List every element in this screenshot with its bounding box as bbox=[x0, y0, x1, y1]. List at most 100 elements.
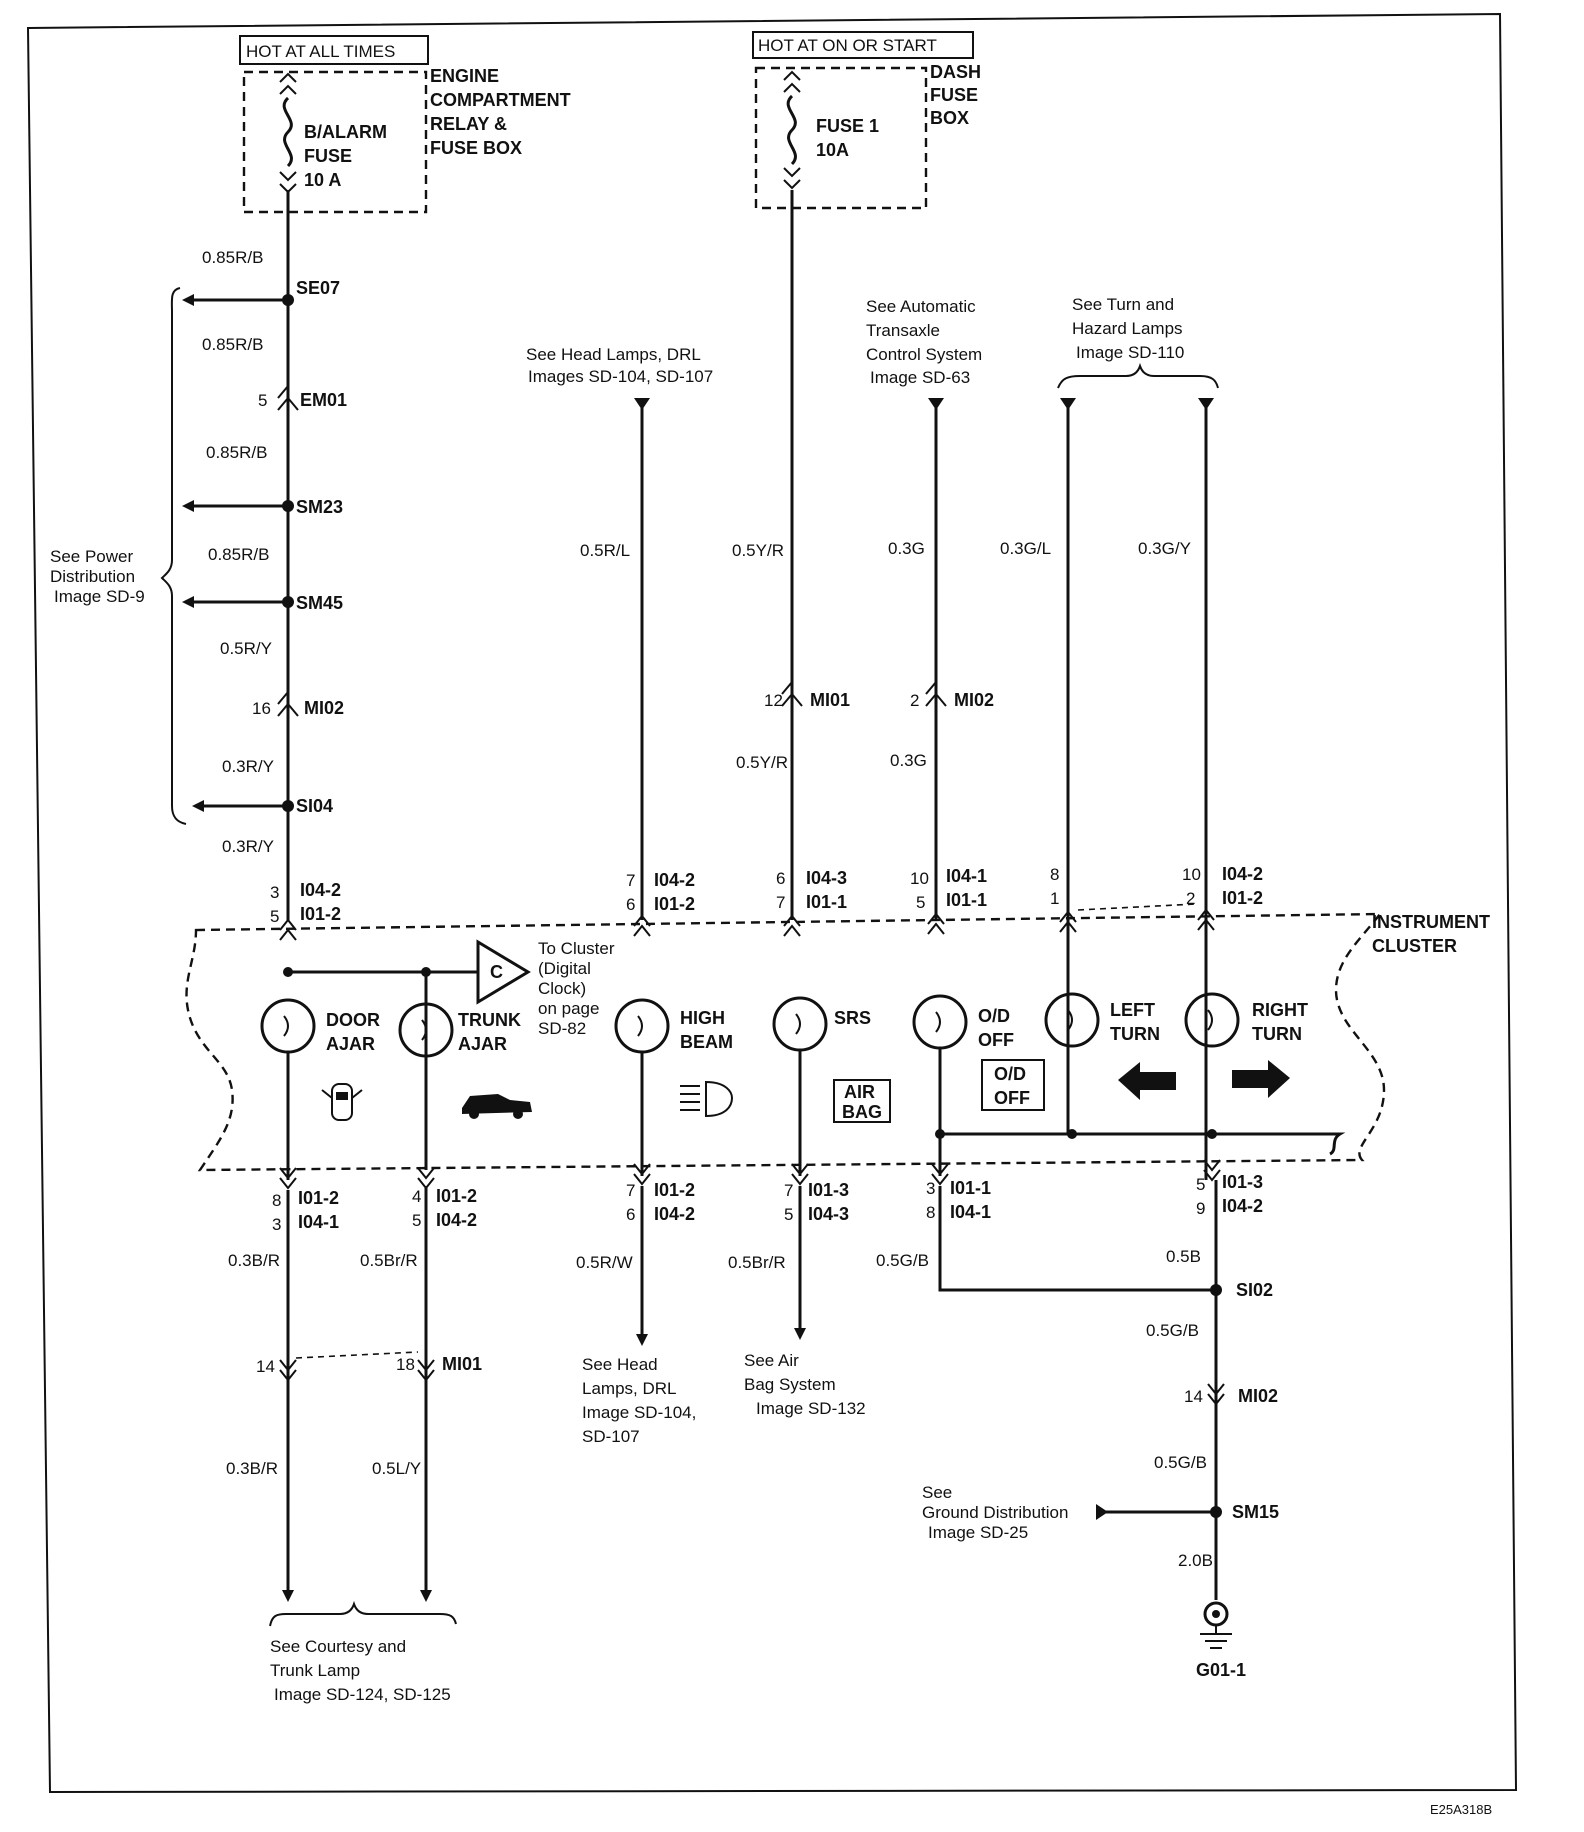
top-conn-b: I01-2 bbox=[654, 894, 695, 914]
top-conn-a: I04-2 bbox=[300, 880, 341, 900]
top-conn-a: I04-2 bbox=[654, 870, 695, 890]
splice-sm15-label: SM15 bbox=[1232, 1502, 1279, 1522]
ref-power-line-2: Distribution bbox=[50, 567, 135, 586]
top-pin-a: 7 bbox=[626, 871, 635, 890]
od-off-badge: O/D OFF bbox=[981, 1059, 1045, 1111]
od-badge-1: O/D bbox=[994, 1064, 1026, 1084]
bottom-conn-b: I04-2 bbox=[436, 1210, 477, 1230]
connector-mi01-low-right bbox=[417, 1359, 435, 1382]
top-conn-b: I01-2 bbox=[1222, 888, 1263, 908]
cluster-top-connectors bbox=[279, 908, 1215, 941]
ref-ground-line-3: Image SD-25 bbox=[928, 1523, 1028, 1542]
wire-label-door-out: 0.3B/R bbox=[228, 1251, 280, 1270]
connector-mi02-low-pin: 14 bbox=[1184, 1387, 1203, 1406]
wire-label-ground-b: 0.5G/B bbox=[1154, 1453, 1207, 1472]
ref-turn-line-2: Hazard Lamps bbox=[1072, 319, 1183, 338]
connector-mi01-mid-pin: 12 bbox=[764, 691, 783, 710]
top-pins-srs: 6 I04-3 7 I01-1 bbox=[776, 868, 847, 912]
cluster-bottom-connectors bbox=[279, 1159, 1221, 1190]
splice-sm45-label: SM45 bbox=[296, 593, 343, 613]
srs-bulb-icon bbox=[772, 996, 828, 1052]
bus-dot-right bbox=[1207, 1129, 1217, 1139]
right-turn-input-arrow bbox=[1198, 398, 1214, 410]
splice-si04-label: SI04 bbox=[296, 796, 333, 816]
ref-head-bot-line-3: Image SD-104, bbox=[582, 1403, 696, 1422]
od-output-wire bbox=[938, 1186, 1216, 1292]
ref-head-bot-line-4: SD-107 bbox=[582, 1427, 640, 1446]
cluster-title-1: INSTRUMENT bbox=[1372, 912, 1490, 932]
wire-label-w4: 0.85R/B bbox=[208, 545, 269, 564]
bottom-pin-a: 3 bbox=[926, 1179, 935, 1198]
wire-label-w6: 0.3R/Y bbox=[222, 757, 274, 776]
wire-label-w2: 0.85R/B bbox=[202, 335, 263, 354]
hot-all-times-box: HOT AT ALL TIMES bbox=[239, 35, 429, 65]
ref-courtesy-line-1: See Courtesy and bbox=[270, 1637, 406, 1656]
bottom-conn-b: I04-2 bbox=[1222, 1196, 1263, 1216]
bus-dot-od bbox=[935, 1129, 945, 1139]
top-pins-door: 3 I04-2 5 I01-2 bbox=[270, 880, 341, 926]
connector-em01-symbol bbox=[277, 385, 299, 411]
bottom-pin-b: 6 bbox=[626, 1205, 635, 1224]
wire-label-w3: 0.85R/B bbox=[206, 443, 267, 462]
wire-label-srs-out: 0.5Br/R bbox=[728, 1253, 786, 1272]
ground-dist-arrow bbox=[1096, 1504, 1108, 1520]
top-pin-a: 10 bbox=[1182, 865, 1201, 884]
top-pin-b: 7 bbox=[776, 893, 785, 912]
power-distribution-brace bbox=[160, 287, 187, 825]
right-arrow-icon bbox=[1232, 1060, 1290, 1098]
bottom-conn-a: I01-3 bbox=[1222, 1172, 1263, 1192]
top-conn-a: I04-1 bbox=[946, 866, 987, 886]
high-beam-label-2: BEAM bbox=[680, 1032, 733, 1052]
bottom-conn-b: I04-2 bbox=[654, 1204, 695, 1224]
bottom-pins-srs: 7 I01-3 5 I04-3 bbox=[784, 1180, 849, 1224]
top-pin-b: 5 bbox=[270, 907, 279, 926]
wire-label-trunk-out: 0.5Br/R bbox=[360, 1251, 418, 1270]
fuse1-label-2: 10A bbox=[816, 140, 849, 160]
top-pin-b: 1 bbox=[1050, 889, 1059, 908]
cluster-title-2: CLUSTER bbox=[1372, 936, 1457, 956]
top-conn-a: I04-3 bbox=[806, 868, 847, 888]
bottom-conn-b: I04-3 bbox=[808, 1204, 849, 1224]
connector-mi01-low-pin-a: 14 bbox=[256, 1357, 275, 1376]
ref-at-line-4: Image SD-63 bbox=[870, 368, 970, 387]
engine-fuse-box-outline bbox=[242, 70, 428, 214]
bottom-conn-a: I01-2 bbox=[654, 1180, 695, 1200]
hot-all-times-label: HOT AT ALL TIMES bbox=[246, 42, 395, 61]
bottom-pins-right: 5 I01-3 9 I04-2 bbox=[1196, 1172, 1263, 1218]
bottom-pin-a: 4 bbox=[412, 1187, 421, 1206]
ref-at-line-3: Control System bbox=[866, 345, 982, 364]
door-feed-dot bbox=[283, 967, 293, 977]
engine-box-label-1: ENGINE bbox=[430, 66, 499, 86]
car-trunk-icon bbox=[462, 1094, 532, 1119]
wire-label-fuse1-a: 0.5Y/R bbox=[732, 541, 784, 560]
wire-label-trunk-low: 0.5L/Y bbox=[372, 1459, 421, 1478]
connector-mi02-mid-label: MI02 bbox=[954, 690, 994, 710]
splice-si02-label: SI02 bbox=[1236, 1280, 1273, 1300]
mi01-low-link bbox=[295, 1351, 419, 1359]
figure-id: E25A318B bbox=[1430, 1802, 1492, 1817]
top-pin-b: 6 bbox=[626, 895, 635, 914]
bottom-conn-a: I01-1 bbox=[950, 1178, 991, 1198]
ref-courtesy-line-3: Image SD-124, SD-125 bbox=[274, 1685, 451, 1704]
connector-mi02-left-pin: 16 bbox=[252, 699, 271, 718]
alarm-fuse-label-2: FUSE bbox=[304, 146, 352, 166]
ref-at-line-1: See Automatic bbox=[866, 297, 976, 316]
bottom-pins-od: 3 I01-1 8 I04-1 bbox=[926, 1178, 991, 1222]
dash-fuse-box-outline bbox=[754, 66, 928, 210]
ground-symbol-icon bbox=[1200, 1601, 1232, 1649]
bottom-pin-a: 7 bbox=[626, 1181, 635, 1200]
wire-label-at-b: 0.3G bbox=[890, 751, 927, 770]
connector-mi02-low-label: MI02 bbox=[1238, 1386, 1278, 1406]
fuse1-icon bbox=[783, 70, 801, 190]
bus-dot-left bbox=[1067, 1129, 1077, 1139]
bottom-pin-a: 5 bbox=[1196, 1175, 1205, 1194]
door-ajar-bulb-icon bbox=[260, 998, 316, 1054]
connector-mi01-low-left bbox=[279, 1359, 297, 1382]
connector-mi01-mid-symbol bbox=[781, 681, 803, 707]
turn-reference-brace bbox=[1057, 362, 1219, 389]
door-label-2: AJAR bbox=[326, 1034, 375, 1054]
top-pin-b: 2 bbox=[1186, 889, 1195, 908]
right-turn-label-2: TURN bbox=[1252, 1024, 1302, 1044]
high-beam-bulb-icon bbox=[614, 998, 670, 1054]
